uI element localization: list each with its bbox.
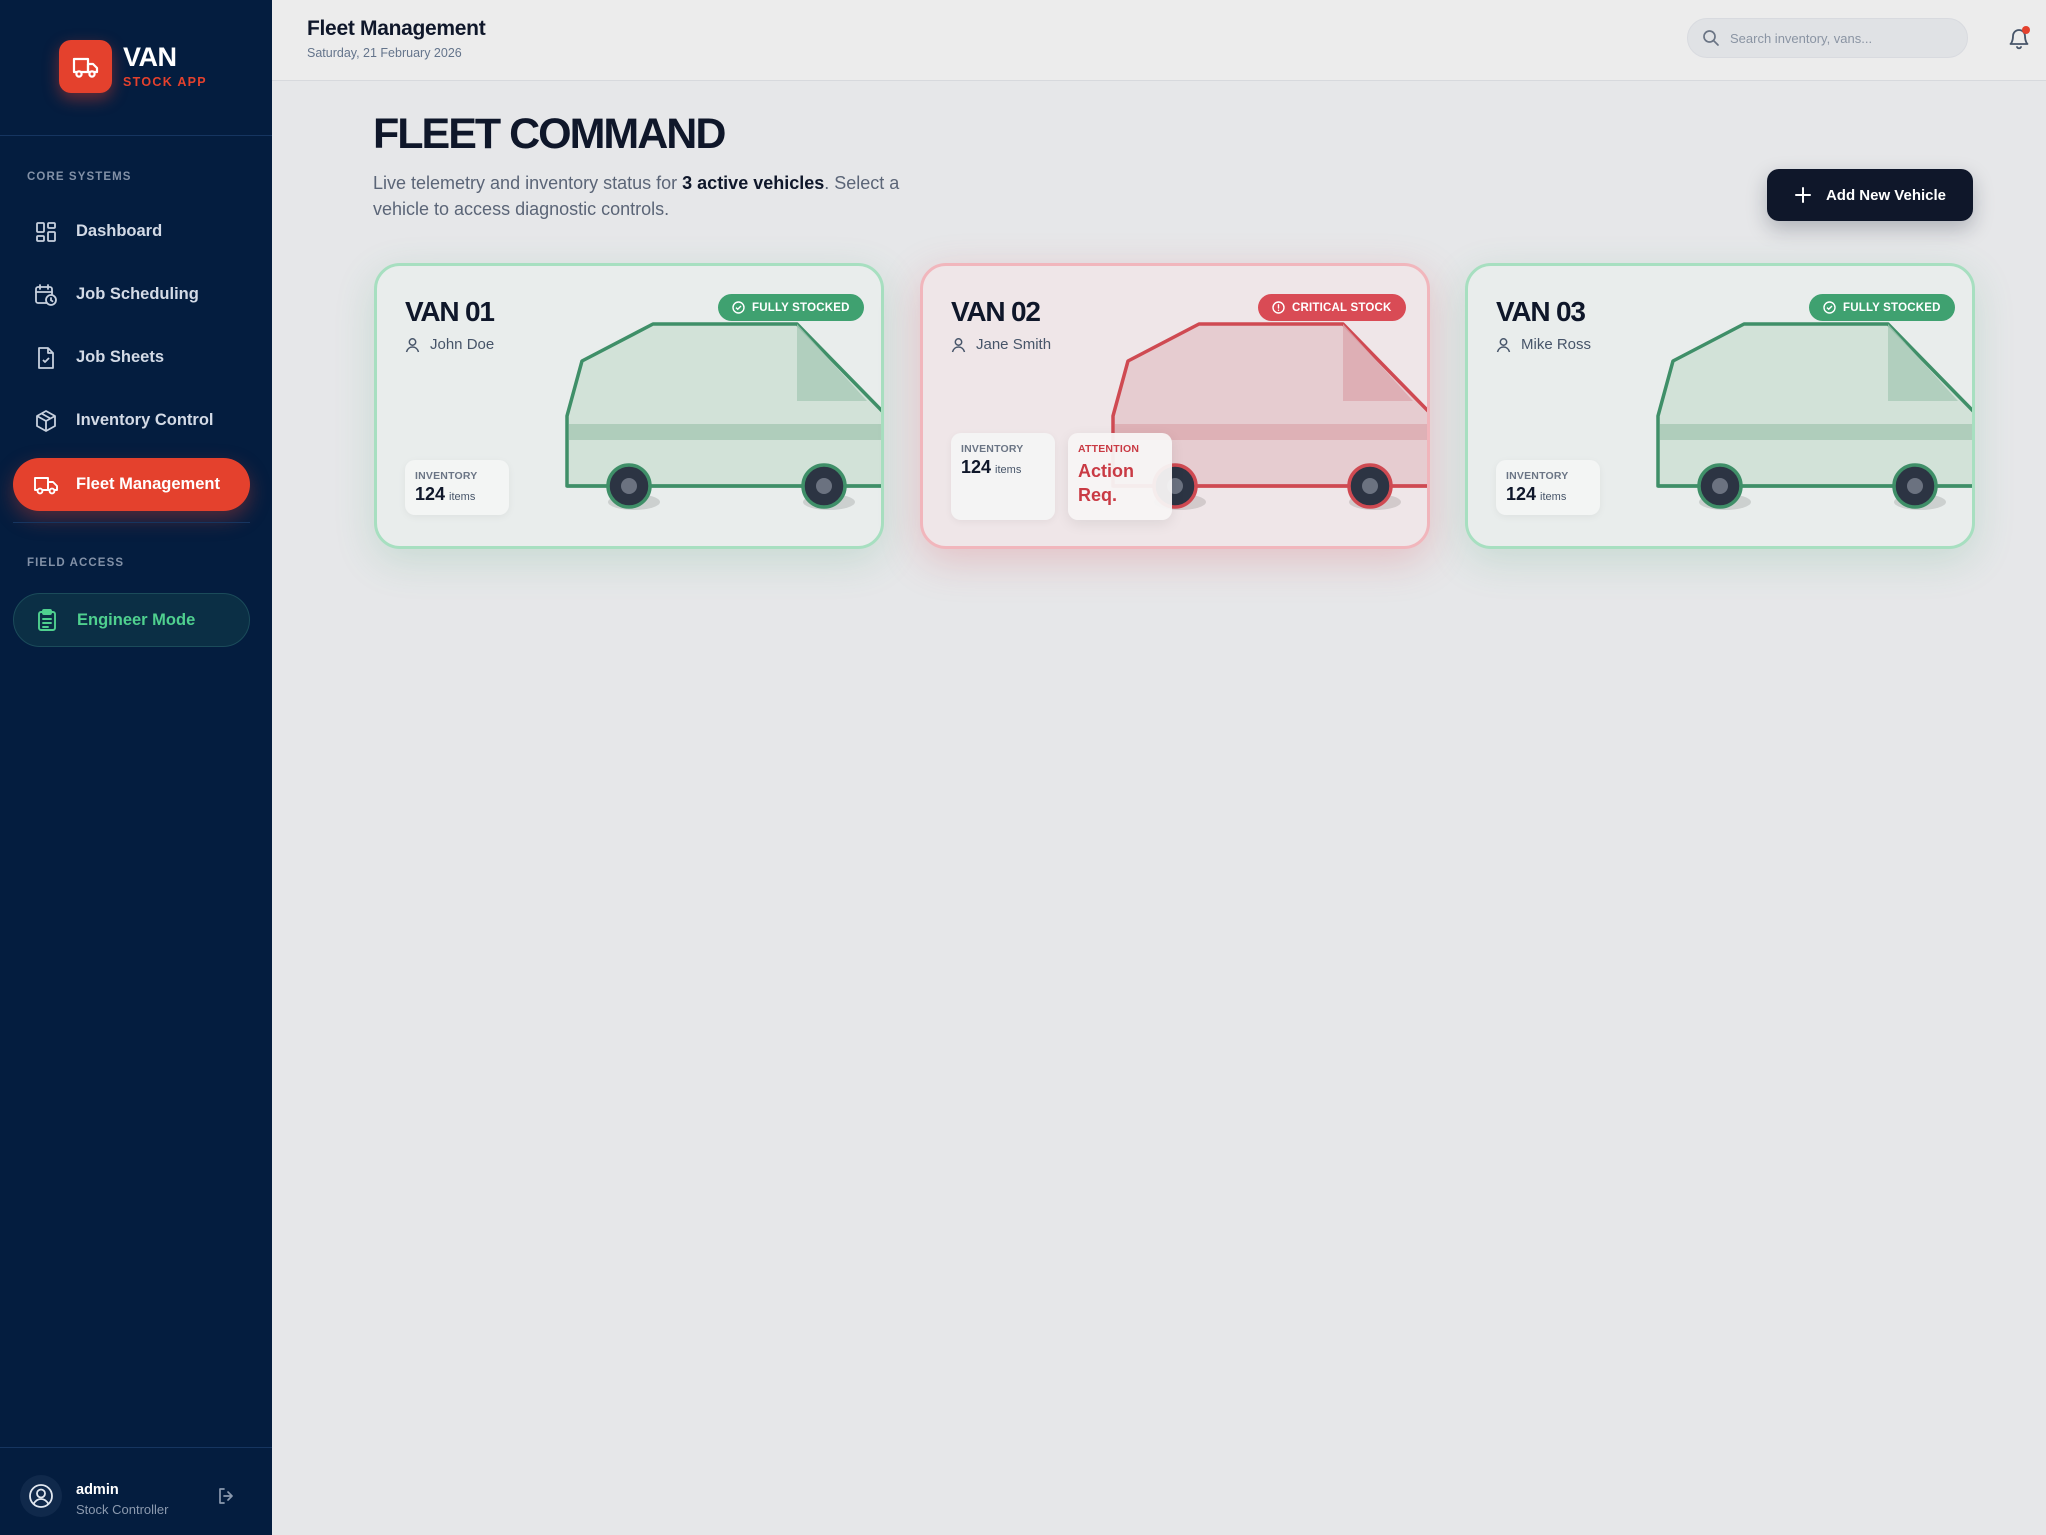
- van-name: VAN 01: [405, 296, 495, 327]
- van-illustration-icon: [1656, 322, 1972, 510]
- document-icon: [33, 345, 59, 371]
- notification-dot: [2022, 26, 2030, 34]
- sidebar-item-label: Fleet Management: [76, 475, 220, 493]
- page-description: Live telemetry and inventory status for …: [373, 170, 933, 222]
- calendar-clock-icon: [33, 282, 59, 308]
- add-vehicle-button[interactable]: Add New Vehicle: [1767, 169, 1973, 221]
- search-bar[interactable]: [1687, 18, 1968, 58]
- status-label: CRITICAL STOCK: [1292, 301, 1392, 314]
- truck-logo-icon: [59, 40, 112, 93]
- logout-icon[interactable]: [214, 1484, 238, 1508]
- inventory-label: INVENTORY: [1506, 470, 1569, 482]
- user-panel: admin Stock Controller: [0, 1447, 272, 1535]
- inventory-unit: items: [995, 464, 1022, 476]
- clipboard-icon: [34, 607, 60, 633]
- page-title: Fleet Management: [307, 17, 486, 40]
- check-circle-icon: [732, 301, 745, 314]
- section-label-field: FIELD ACCESS: [27, 557, 125, 569]
- desc-text: Live telemetry and inventory status for: [373, 173, 683, 193]
- attention-text: Action Req.: [1078, 461, 1134, 505]
- driver-name: Jane Smith: [976, 336, 1052, 353]
- search-icon: [1702, 29, 1720, 47]
- inventory-count: 124: [415, 484, 446, 504]
- driver-info: Jane Smith: [951, 336, 1051, 353]
- check-circle-icon: [1823, 301, 1836, 314]
- driver-name: John Doe: [430, 336, 495, 353]
- status-badge: FULLY STOCKED: [718, 294, 864, 321]
- nav-divider: [13, 522, 250, 523]
- search-input[interactable]: [1730, 30, 1950, 46]
- driver-name: Mike Ross: [1521, 336, 1592, 353]
- engineer-mode-label: Engineer Mode: [77, 610, 196, 629]
- desc-text: . Select a vehicle to access diagnostic …: [373, 173, 900, 219]
- driver-info: John Doe: [405, 336, 494, 353]
- attention-label: ATTENTION: [1078, 443, 1140, 455]
- sidebar-item-label: Job Sheets: [76, 348, 165, 366]
- plus-icon: [1794, 186, 1812, 204]
- active-vehicle-count: 3 active vehicles: [682, 173, 825, 193]
- user-role: Stock Controller: [76, 1502, 169, 1517]
- brand: VAN STOCK APP: [0, 0, 272, 136]
- sidebar-item-fleet-management[interactable]: Fleet Management: [13, 458, 250, 511]
- inventory-unit: items: [1540, 491, 1567, 503]
- section-label-core: CORE SYSTEMS: [27, 171, 132, 183]
- sidebar-item-job-scheduling[interactable]: Job Scheduling: [13, 268, 250, 321]
- add-vehicle-label: Add New Vehicle: [1825, 186, 1947, 204]
- package-icon: [33, 408, 59, 434]
- sidebar-item-label: Dashboard: [76, 222, 163, 240]
- avatar[interactable]: [20, 1475, 62, 1517]
- sidebar: VAN STOCK APP CORE SYSTEMS Dashboard Job…: [0, 0, 272, 1535]
- inventory-count: 124: [1506, 484, 1537, 504]
- user-icon: [1496, 337, 1511, 353]
- grid-icon: [33, 219, 59, 245]
- sidebar-item-inventory-control[interactable]: Inventory Control: [13, 394, 250, 447]
- driver-info: Mike Ross: [1496, 336, 1591, 353]
- top-header: Fleet Management Saturday, 21 February 2…: [272, 0, 2046, 81]
- page-heading: FLEET COMMAND: [373, 110, 726, 158]
- header-date: Saturday, 21 February 2026: [307, 46, 462, 60]
- van-name: VAN 03: [1496, 296, 1586, 327]
- van-name: VAN 02: [951, 296, 1041, 327]
- status-label: FULLY STOCKED: [752, 301, 850, 314]
- status-badge: CRITICAL STOCK: [1258, 294, 1406, 321]
- inventory-label: INVENTORY: [961, 443, 1024, 455]
- brand-subtitle: STOCK APP: [123, 75, 207, 89]
- sidebar-item-dashboard[interactable]: Dashboard: [13, 205, 250, 258]
- engineer-mode-button[interactable]: Engineer Mode: [13, 593, 250, 647]
- brand-name: VAN: [123, 42, 177, 72]
- user-icon: [405, 337, 420, 353]
- van-card-03[interactable]: VAN 03 Mike Ross FULLY STOCKED INVENTORY…: [1465, 263, 1975, 549]
- user-icon: [951, 337, 966, 353]
- inventory-unit: items: [449, 491, 476, 503]
- user-name: admin: [76, 1482, 119, 1498]
- inventory-count: 124: [961, 457, 992, 477]
- inventory-label: INVENTORY: [415, 470, 478, 482]
- attention-box: ATTENTION Action Req.: [1068, 433, 1172, 520]
- sidebar-item-label: Inventory Control: [76, 411, 214, 429]
- van-card-02[interactable]: VAN 02 Jane Smith CRITICAL STOCK INVENTO…: [920, 263, 1430, 549]
- van-illustration-icon: [565, 322, 881, 510]
- van-card-01[interactable]: VAN 01 John Doe FULLY STOCKED INVENTORY …: [374, 263, 884, 549]
- truck-icon: [33, 472, 59, 498]
- status-label: FULLY STOCKED: [1843, 301, 1941, 314]
- sidebar-item-label: Job Scheduling: [76, 285, 199, 303]
- alert-circle-icon: [1272, 301, 1285, 314]
- notification-bell-icon[interactable]: [2005, 24, 2033, 52]
- sidebar-item-job-sheets[interactable]: Job Sheets: [13, 331, 250, 384]
- status-badge: FULLY STOCKED: [1809, 294, 1955, 321]
